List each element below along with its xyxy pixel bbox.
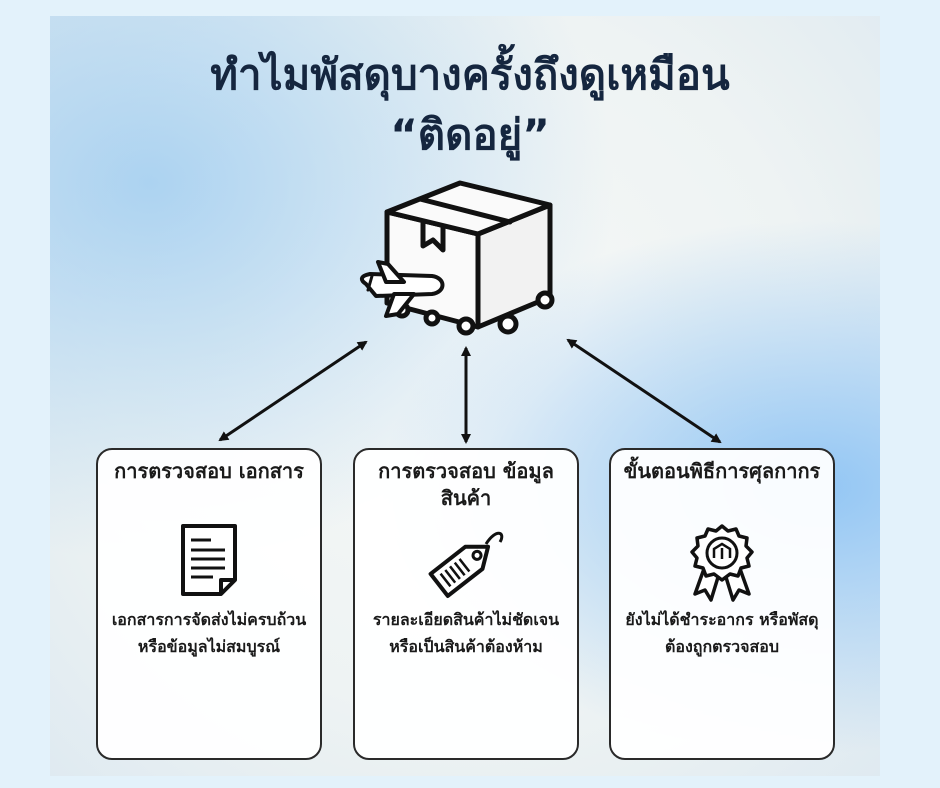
card-title-document-check: การตรวจสอบ เอกสาร [114,459,304,483]
page-title-line-1: ทำไมพัสดุบางครั้งถึงดูเหมือน [210,50,730,99]
document-check-card: การตรวจสอบ เอกสาร เอกสารการจัดส่งไม่ครบถ… [96,448,322,760]
price-tag-icon [424,522,508,604]
page-title-line-2: “ติดอยู่” [390,110,550,159]
package-box-with-airplane-icon [359,180,555,336]
card-title-product-info-check: การตรวจสอบ ข้อมูลสินค้า [378,459,554,510]
customs-seal-badge-icon [687,522,757,606]
card-description-customs-procedure: ยังไม่ได้ชำระอากร หรือพัสดุต้องถูกตรวจสอ… [625,610,819,656]
card-description-product-info-check: รายละเอียดสินค้าไม่ชัดเจน หรือเป็นสินค้า… [372,610,560,656]
card-description-document-check: เอกสารการจัดส่งไม่ครบถ้วน หรือข้อมูลไม่ส… [111,610,307,656]
arrow-to-document-card [218,340,368,442]
document-icon [177,522,241,602]
customs-procedure-card: ขั้นตอนพิธีการศุลกากร ยังไม่ได้ชำระอากร … [609,448,835,760]
product-info-check-card: การตรวจสอบ ข้อมูลสินค้า รายละเอียดสินค้า… [353,448,579,760]
card-title-customs-procedure: ขั้นตอนพิธีการศุลกากร [623,459,821,483]
arrow-to-customs-card [566,338,722,444]
